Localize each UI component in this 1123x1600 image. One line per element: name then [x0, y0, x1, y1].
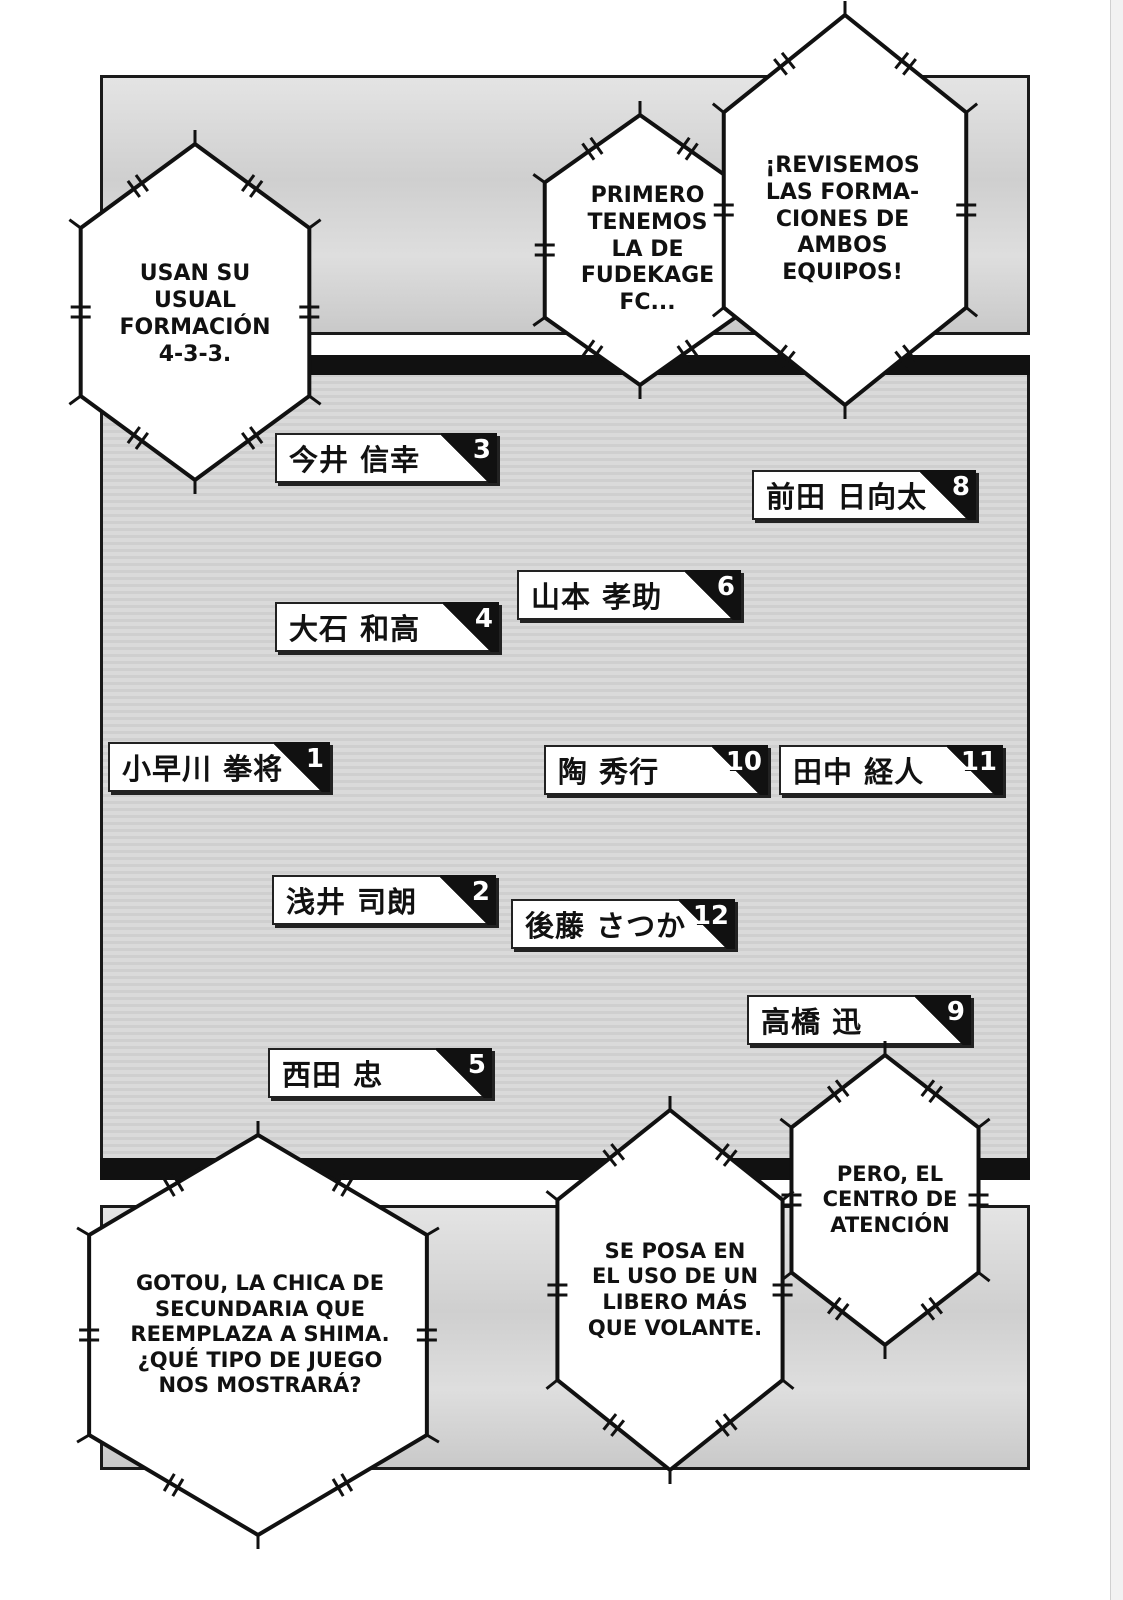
bubble-text-review: ¡REVISEMOS LAS FORMA- CIONES DE AMBOS EQ… — [735, 135, 950, 305]
bubble-corner-spike — [781, 1190, 795, 1202]
player-tag: 前田 日向太 8 — [752, 470, 976, 520]
player-number: 1 — [305, 744, 324, 774]
bubble-tick-mark — [340, 1473, 354, 1492]
bubble-corner-spike — [76, 1226, 90, 1237]
bubble-tick-mark — [902, 58, 917, 76]
bubble-text: ¡REVISEMOS LAS FORMA- CIONES DE AMBOS EQ… — [765, 152, 920, 286]
player-name: 浅井 司朗 — [286, 885, 418, 919]
bubble-text: PRIMERO TENEMOS LA DE FUDEKAGE FC... — [580, 182, 715, 316]
number-badge: 8 — [920, 470, 976, 520]
number-badge: 4 — [443, 602, 499, 652]
player-name: 高橋 迅 — [761, 1005, 863, 1039]
player-number: 3 — [472, 435, 491, 465]
bubble-text-formation: USAN SU USUAL FORMACIÓN 4-3-3. — [85, 240, 305, 390]
player-number: 8 — [951, 472, 970, 502]
bubble-tick-mark — [162, 1473, 176, 1492]
bubble-tick-mark — [331, 1478, 345, 1497]
bubble-corner-spike — [76, 1433, 90, 1444]
player-number: 9 — [946, 997, 965, 1027]
player-tag: 山本 孝助 6 — [517, 570, 741, 620]
player-name: 前田 日向太 — [766, 480, 928, 514]
player-number: 5 — [467, 1050, 486, 1080]
bubble-text-gotou: GOTOU, LA CHICA DE SECUNDARIA QUE REEMPL… — [95, 1255, 425, 1415]
player-name: 大石 和高 — [289, 612, 421, 646]
bubble-corner-spike — [68, 218, 82, 230]
player-number: 10 — [725, 747, 762, 777]
number-badge: 11 — [947, 745, 1003, 795]
player-name: 田中 経人 — [793, 755, 925, 789]
number-badge: 5 — [436, 1048, 492, 1098]
player-tag: 大石 和高 4 — [275, 602, 499, 652]
page-scrollbar[interactable] — [1110, 0, 1123, 1600]
bubble-text-libero: SE POSA EN EL USO DE UN LIBERO MÁS QUE V… — [565, 1225, 785, 1355]
bubble-tick-mark — [773, 58, 788, 76]
bubble-tick-mark — [780, 51, 796, 70]
player-number: 11 — [960, 747, 997, 777]
bubble-tick-mark — [340, 1178, 354, 1197]
player-name: 小早川 拳将 — [122, 752, 284, 786]
player-number: 6 — [716, 572, 735, 602]
player-tag: 陶 秀行 10 — [544, 745, 768, 795]
number-badge: 12 — [679, 899, 735, 949]
number-badge: 3 — [441, 433, 497, 483]
player-name: 山本 孝助 — [531, 580, 663, 614]
player-name: 後藤 さつか — [525, 909, 687, 943]
player-tag: 西田 忠 5 — [268, 1048, 492, 1098]
bubble-corner-spike — [545, 1190, 559, 1202]
player-tag: 今井 信幸 3 — [275, 433, 497, 483]
number-badge: 6 — [685, 570, 741, 620]
number-badge: 10 — [712, 745, 768, 795]
player-tag: 小早川 拳将 1 — [108, 742, 330, 792]
bubble-tick-mark — [894, 51, 910, 70]
player-tag: 後藤 さつか 12 — [511, 899, 735, 949]
number-badge: 1 — [274, 742, 330, 792]
number-badge: 9 — [915, 995, 971, 1045]
bubble-text: PERO, EL CENTRO DE ATENCIÓN — [822, 1161, 958, 1237]
bubble-text: GOTOU, LA CHICA DE SECUNDARIA QUE REEMPL… — [130, 1270, 390, 1398]
bubble-tick-mark — [162, 1178, 176, 1197]
bubble-corner-spike — [68, 394, 82, 406]
bubble-tick-mark — [171, 1478, 185, 1497]
number-badge: 2 — [440, 875, 496, 925]
bubble-text-first-team: PRIMERO TENEMOS LA DE FUDEKAGE FC... — [540, 170, 755, 330]
player-number: 2 — [471, 877, 490, 907]
bubble-text-attention: PERO, EL CENTRO DE ATENCIÓN — [800, 1150, 980, 1250]
player-name: 今井 信幸 — [289, 443, 421, 477]
bubble-text: USAN SU USUAL FORMACIÓN 4-3-3. — [119, 261, 271, 367]
player-tag: 浅井 司朗 2 — [272, 875, 496, 925]
player-tag: 高橋 迅 9 — [747, 995, 971, 1045]
player-number: 4 — [474, 604, 493, 634]
bubble-text: SE POSA EN EL USO DE UN LIBERO MÁS QUE V… — [587, 1238, 763, 1340]
player-tag: 田中 経人 11 — [779, 745, 1003, 795]
player-number: 12 — [692, 901, 729, 931]
player-name: 西田 忠 — [282, 1058, 384, 1092]
player-name: 陶 秀行 — [558, 755, 660, 789]
